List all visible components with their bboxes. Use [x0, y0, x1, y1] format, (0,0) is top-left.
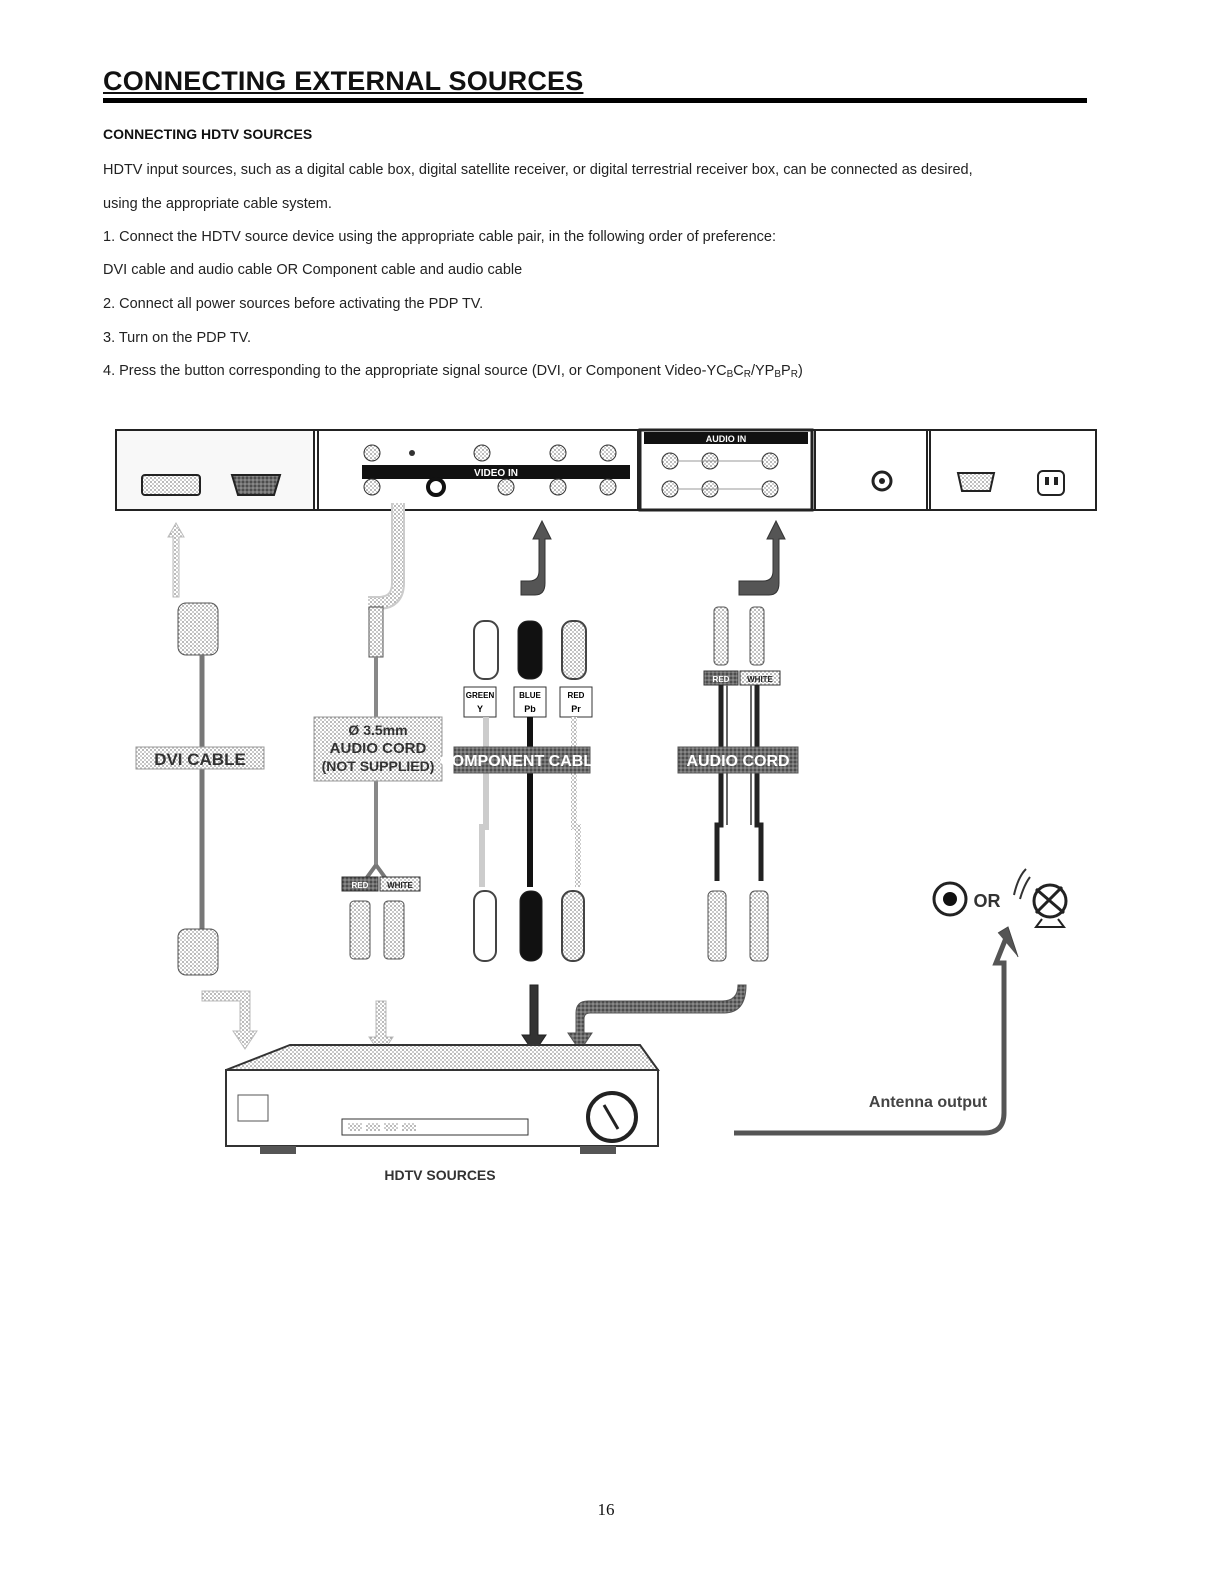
plug-y-tag: Y [477, 704, 483, 714]
step-3: 3. Turn on the PDP TV. [103, 330, 252, 346]
step-4-sub-r1: R [743, 369, 751, 380]
dvi-port-icon [141, 474, 201, 496]
service-port-icon [956, 472, 996, 492]
video-in-label-bg [362, 465, 630, 479]
mini-audio-label-1: Ø 3.5mm [348, 722, 407, 738]
audio-in-label: AUDIO IN [706, 434, 747, 444]
step-2: 2. Connect all power sources before acti… [103, 296, 484, 312]
rca-white-tag: WHITE [747, 675, 773, 684]
mini-audio-label-3: (NOT SUPPLIED) [322, 758, 435, 774]
step-1-detail: DVI cable and audio cable OR Component c… [103, 262, 523, 278]
mini-audio-label-2: AUDIO CORD [330, 740, 427, 757]
intro-line-2: using the appropriate cable system. [103, 196, 332, 212]
dvi-cable: DVI CABLE [135, 602, 265, 976]
connection-diagram: VIDEO IN AUDIO IN [115, 428, 1097, 1183]
title-rule [103, 98, 1087, 103]
video-in-label: VIDEO IN [474, 468, 518, 479]
arrows-to-source [201, 984, 747, 1056]
antenna-output-label: Antenna output [869, 1094, 988, 1111]
plug-red-tag: RED [568, 691, 585, 700]
step-4-sub-b2: B [774, 369, 782, 380]
component-cable-label: COMPONENT CABLE [440, 753, 604, 770]
step-4-c: C [733, 363, 744, 379]
section-heading: CONNECTING HDTV SOURCES [103, 126, 313, 142]
page-title: CONNECTING EXTERNAL SOURCES [103, 66, 584, 96]
arrows-to-tv [167, 503, 786, 610]
ac-inlet-icon [1037, 470, 1065, 496]
dvi-cable-label: DVI CABLE [154, 750, 246, 769]
or-label: OR [974, 891, 1001, 911]
page-number: 16 [597, 1500, 615, 1519]
mini-audio-cord: Ø 3.5mm AUDIO CORD (NOT SUPPLIED) RED WH… [313, 606, 443, 960]
step-4-sub-b1: B [726, 369, 734, 380]
hdtv-source-device: HDTV SOURCES [225, 1044, 660, 1183]
plug-pr-tag: Pr [571, 704, 581, 714]
antenna-source: OR Antenna output [734, 868, 1068, 1136]
tv-back-panel: VIDEO IN AUDIO IN [115, 428, 1097, 512]
audio-cord-label: AUDIO CORD [686, 753, 789, 770]
plug-pb-tag: Pb [524, 704, 536, 714]
step-4-suffix: ) [797, 363, 803, 379]
step-4-mid: /YP [750, 363, 775, 379]
rca-red-tag: RED [713, 675, 730, 684]
rca-audio-cord: RED WHITE AUDIO CORD [677, 606, 799, 962]
step-4: 4. Press the button corresponding to the… [103, 363, 803, 380]
step-4-sub-r2: R [790, 369, 798, 380]
step-1: 1. Connect the HDTV source device using … [103, 229, 777, 245]
intro-line-1: HDTV input sources, such as a digital ca… [103, 162, 973, 178]
mini-white-tag: WHITE [387, 881, 413, 890]
hdtv-sources-label: HDTV SOURCES [384, 1167, 495, 1183]
plug-blue-tag: BLUE [519, 691, 541, 700]
vga-port-icon [230, 474, 282, 496]
mini-red-tag: RED [352, 881, 369, 890]
plug-green-tag: GREEN [466, 691, 495, 700]
step-4-p: P [781, 363, 791, 379]
satellite-dish-icon [1013, 868, 1068, 928]
step-4-prefix: 4. Press the button corresponding to the… [103, 363, 727, 379]
component-cable: GREEN Y BLUE Pb RED Pr COMPONENT CABLE [440, 620, 604, 962]
